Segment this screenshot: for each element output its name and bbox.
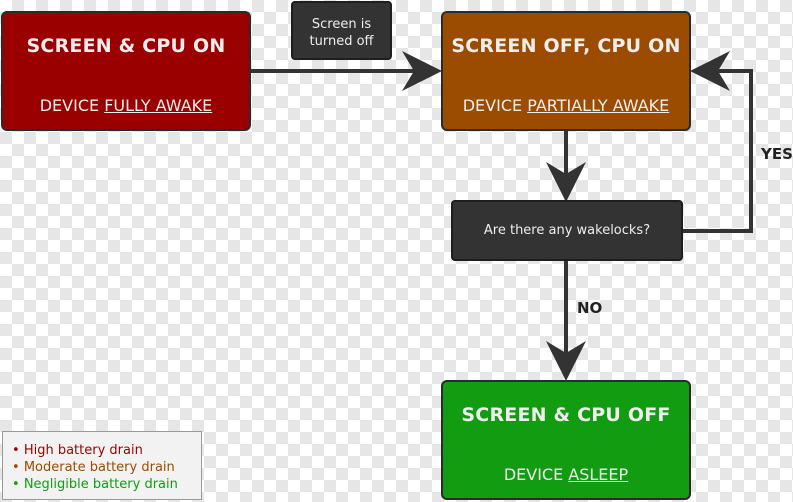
decision-text: Are there any wakelocks?: [483, 223, 651, 238]
legend: • High battery drain • Moderate battery …: [2, 431, 202, 500]
transition-note-line2: turned off: [309, 34, 374, 49]
state-subtitle: DEVICE ASLEEP: [443, 465, 689, 484]
state-subtitle: DEVICE FULLY AWAKE: [3, 96, 249, 115]
state-screen-cpu-on: SCREEN & CPU ON DEVICE FULLY AWAKE: [1, 11, 251, 131]
legend-item: • High battery drain: [12, 443, 143, 458]
state-title: SCREEN & CPU ON: [26, 35, 226, 57]
transition-note: Screen is turned off: [291, 1, 392, 60]
legend-item: • Moderate battery drain: [12, 460, 175, 475]
decision-wakelocks: Are there any wakelocks?: [451, 200, 683, 261]
legend-item: • Negligible battery drain: [12, 477, 178, 492]
legend-label: Negligible battery drain: [23, 477, 178, 492]
state-prefix: DEVICE: [462, 96, 528, 115]
legend-label: Moderate battery drain: [23, 460, 175, 475]
state-highlight: FULLY AWAKE: [104, 96, 213, 115]
state-highlight: ASLEEP: [568, 465, 629, 484]
state-screen-off-cpu-on: SCREEN OFF, CPU ON DEVICE PARTIALLY AWAK…: [441, 11, 691, 131]
legend-label: High battery drain: [23, 443, 143, 458]
state-title: SCREEN & CPU OFF: [461, 404, 671, 426]
state-screen-cpu-off: SCREEN & CPU OFF DEVICE ASLEEP: [441, 380, 691, 500]
edge-label-no: NO: [577, 299, 603, 317]
arrow-yes-loop: [683, 51, 753, 233]
state-prefix: DEVICE: [503, 465, 569, 484]
state-title: SCREEN OFF, CPU ON: [451, 35, 681, 57]
state-highlight: PARTIALLY AWAKE: [527, 96, 670, 115]
state-subtitle: DEVICE PARTIALLY AWAKE: [443, 96, 689, 115]
edge-label-yes: YES: [761, 145, 793, 163]
state-prefix: DEVICE: [39, 96, 105, 115]
transition-note-line1: Screen is: [311, 17, 372, 32]
